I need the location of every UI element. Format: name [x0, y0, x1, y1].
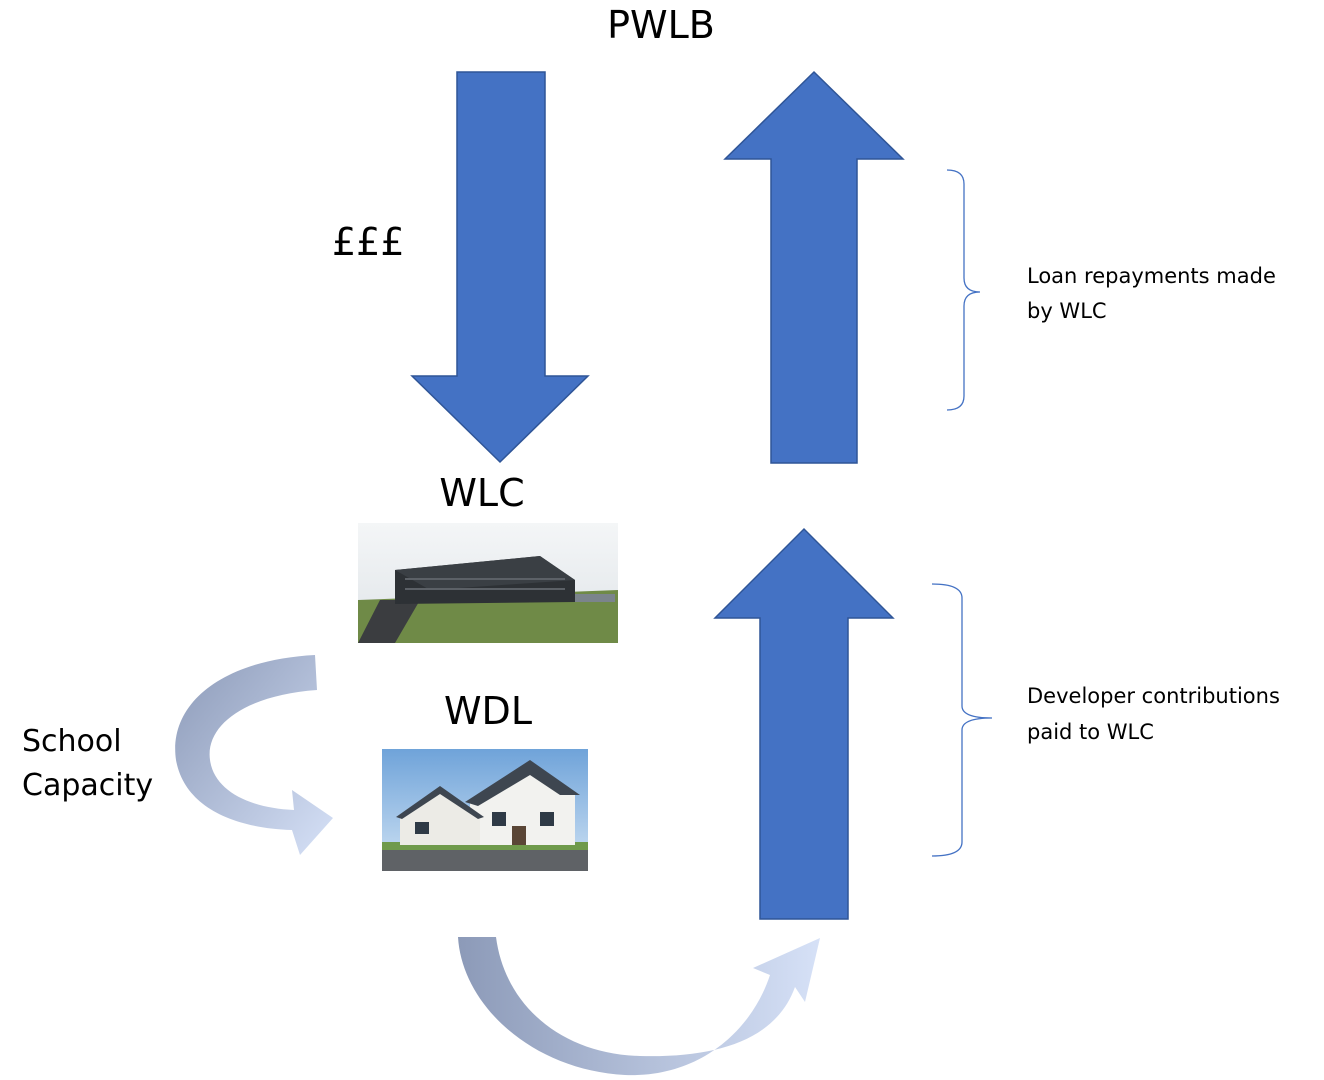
wdl-label: WDL [444, 689, 532, 733]
dev-annotation-line1: Developer contributions [1027, 684, 1280, 708]
up-arrow-repayment-icon [723, 70, 905, 464]
down-arrow-icon [410, 71, 590, 464]
up-arrow-contribution-icon [713, 527, 895, 920]
houses-image [382, 749, 588, 871]
school-capacity-label-line2: Capacity [22, 768, 153, 803]
contribution-flow-curve-icon [458, 937, 820, 1076]
school-capacity-curve-icon [175, 655, 333, 855]
dev-annotation-line2: paid to WLC [1027, 720, 1154, 744]
money-label: £££ [332, 220, 405, 264]
loan-annotation-line1: Loan repayments made [1027, 264, 1276, 288]
school-building-image [358, 523, 618, 643]
repayment-bracket [946, 169, 981, 411]
contribution-bracket [931, 583, 993, 857]
school-capacity-label-line1: School [22, 724, 122, 759]
wlc-label: WLC [439, 471, 524, 515]
pwlb-label: PWLB [607, 3, 715, 47]
loan-annotation-line2: by WLC [1027, 299, 1107, 323]
